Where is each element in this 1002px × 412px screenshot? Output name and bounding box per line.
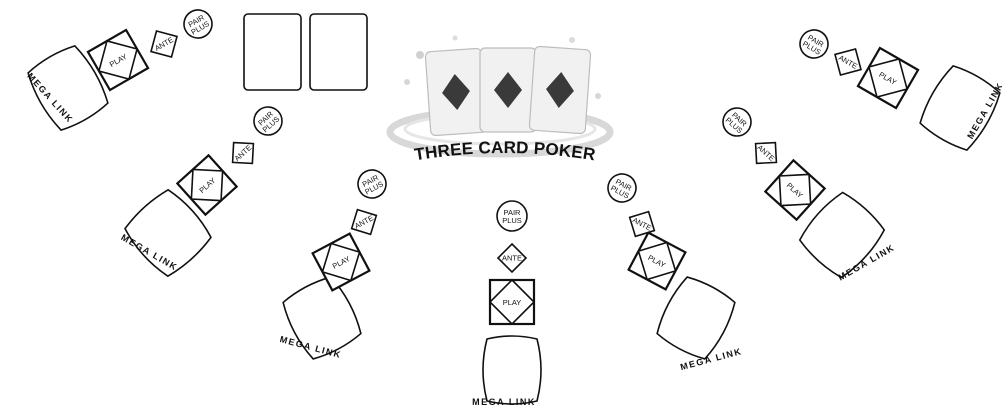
dealer-card-slot-2[interactable] (310, 14, 367, 90)
play-bet-area[interactable]: PLAY (765, 160, 824, 219)
ante-bet-spot[interactable]: ANTE (223, 133, 263, 173)
ante-label: ANTE (502, 254, 522, 263)
mega-link-label: MEGA LINK (472, 397, 536, 407)
logo-title: THREE CARD POKER (413, 138, 597, 164)
pair-plus-label-line2: PLUS (502, 216, 522, 225)
play-bet-area[interactable]: PLAY (629, 233, 686, 290)
logo-card-2 (480, 48, 536, 132)
dealer-card-slot-1[interactable] (244, 14, 301, 90)
ante-bet-spot[interactable]: ANTE (746, 133, 786, 173)
ante-bet-spot[interactable]: ANTE (144, 24, 185, 65)
logo-card-3 (529, 46, 591, 134)
ante-bet-spot[interactable]: ANTE (498, 244, 526, 272)
play-bet-area[interactable]: PLAY (858, 48, 918, 108)
mega-link-spot[interactable] (483, 336, 541, 404)
play-label: PLAY (503, 298, 522, 307)
dealer-card-slots (244, 14, 367, 90)
three-card-poker-logo: THREE CARD POKER (390, 36, 610, 165)
play-bet-area[interactable]: PLAY (490, 280, 534, 324)
logo-card-1 (425, 48, 487, 136)
